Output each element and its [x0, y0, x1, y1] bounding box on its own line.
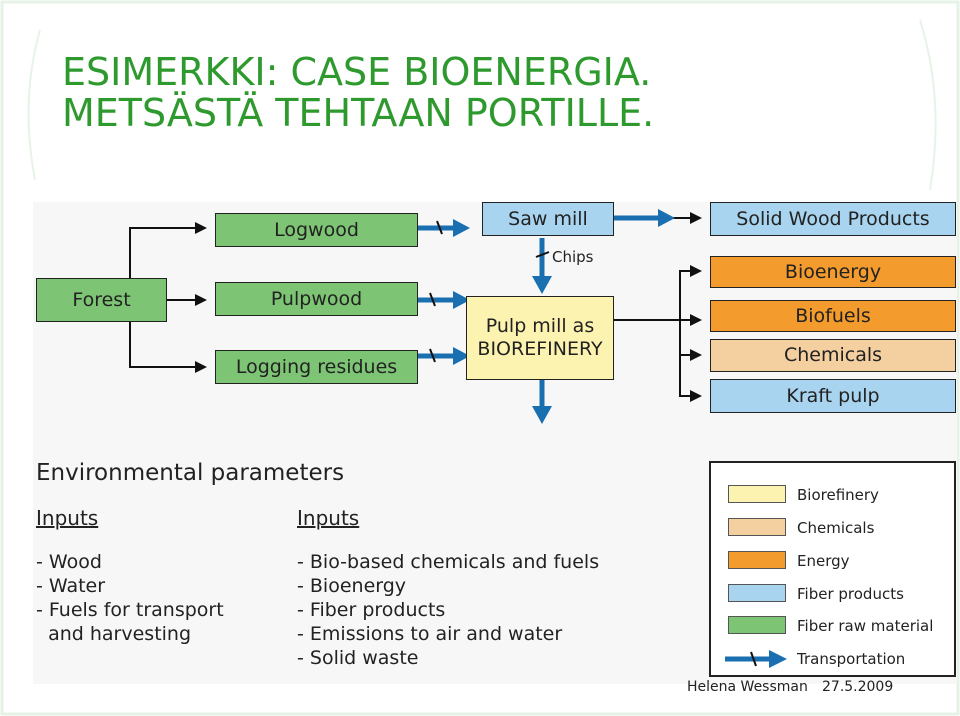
pulpwood-box: Pulpwood	[215, 282, 418, 316]
outputs-heading: Inputs	[297, 506, 360, 530]
legend-label: Fiber products	[797, 585, 904, 603]
input-item: - Fuels for transport	[36, 599, 224, 621]
logwood-box: Logwood	[215, 213, 418, 247]
connector-forest-residues	[129, 320, 207, 373]
saw-mill-box: Saw mill	[482, 202, 614, 236]
solid-wood-products-box: Solid Wood Products	[710, 202, 956, 236]
legend-swatch-fiber-products	[728, 584, 786, 602]
legend-swatch-energy	[728, 551, 786, 569]
transport-arrow-residues	[418, 347, 470, 365]
output-item: - Bio-based chemicals and fuels	[297, 551, 600, 573]
legend-swatch-fiber-raw-material	[728, 616, 786, 634]
slide-title-line1: ESIMERKKI: CASE BIOENERGIA.	[62, 50, 652, 94]
legend-label: Chemicals	[797, 519, 875, 537]
legend-label: Biorefinery	[797, 486, 879, 504]
biorefinery-label: BIOREFINERY	[477, 338, 603, 360]
transport-arrow-chips	[532, 238, 552, 294]
legend-label: Energy	[797, 552, 850, 570]
logging-residues-box: Logging residues	[215, 350, 418, 384]
output-item: - Bioenergy	[297, 575, 407, 597]
inputs-heading: Inputs	[36, 506, 99, 530]
chips-label: Chips	[552, 248, 594, 266]
environmental-parameters-heading: Environmental parameters	[36, 460, 345, 486]
pulp-mill-biorefinery-box: Pulp mill as BIOREFINERY	[466, 296, 614, 380]
transport-arrow-output	[614, 209, 675, 227]
connector-forest-logwood	[129, 222, 207, 281]
connector-pulpmill-kraft	[679, 355, 702, 402]
connector-pulpmill-chemicals	[679, 320, 702, 361]
input-item: and harvesting	[36, 623, 192, 645]
slide-title-line2: METSÄSTÄ TEHTAAN PORTILLE.	[62, 91, 655, 135]
arrow-icon	[725, 650, 787, 668]
output-item: - Solid waste	[297, 647, 419, 669]
transport-arrow-logwood	[418, 219, 470, 237]
biofuels-box: Biofuels	[710, 300, 956, 332]
output-item: - Emissions to air and water	[297, 623, 563, 645]
legend-label: Fiber raw material	[797, 617, 934, 635]
legend-swatch-biorefinery	[728, 485, 786, 503]
kraft-pulp-box: Kraft pulp	[710, 379, 956, 413]
chemicals-box: Chemicals	[710, 339, 956, 372]
legend-label: Transportation	[797, 650, 906, 668]
input-item: - Water	[36, 575, 106, 597]
connector-pulpmill-bioenergy	[614, 265, 702, 321]
transport-arrow-pulpwood	[418, 291, 470, 309]
output-item: - Fiber products	[297, 599, 446, 621]
transport-arrow-down	[532, 380, 552, 424]
forest-box: Forest	[36, 278, 167, 322]
footer-date: 27.5.2009	[822, 679, 894, 695]
legend: Biorefinery Chemicals Energy Fiber produ…	[709, 461, 956, 677]
bioenergy-box: Bioenergy	[710, 256, 956, 288]
footer-author: Helena Wessman	[687, 679, 808, 695]
pulp-mill-label: Pulp mill as	[485, 315, 595, 338]
input-item: - Wood	[36, 551, 102, 573]
legend-swatch-chemicals	[728, 518, 786, 536]
